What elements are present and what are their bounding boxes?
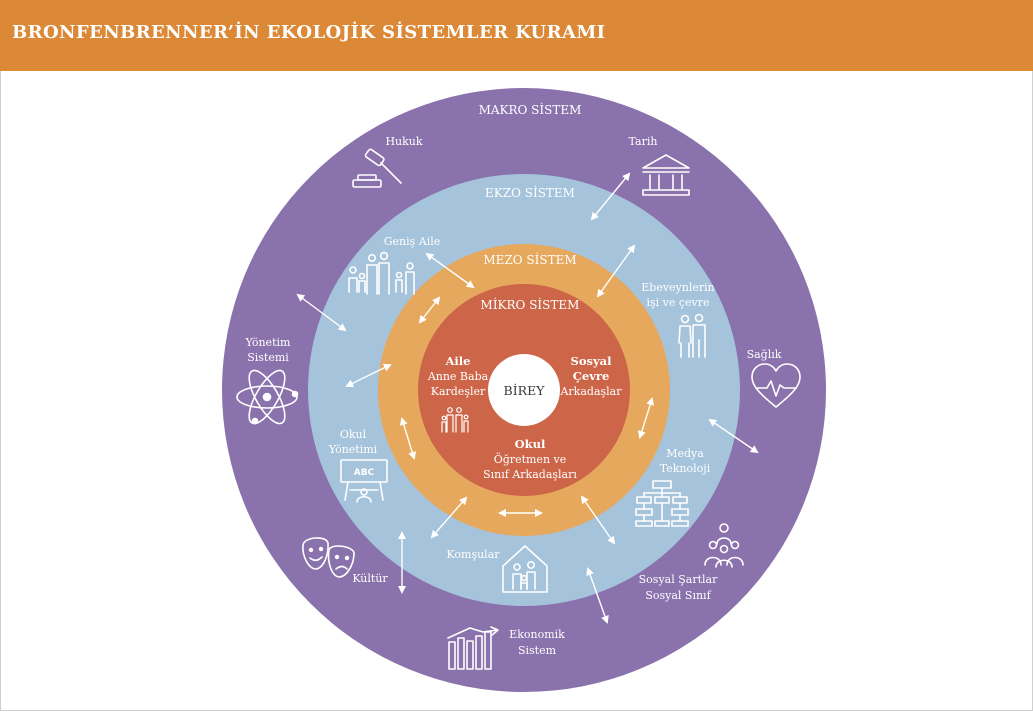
bank-icon [642, 154, 690, 196]
arrow-komsular [430, 496, 468, 539]
theater-masks-icon [302, 537, 355, 578]
chart-growth-icon [447, 626, 499, 670]
arrow-yonetim [296, 293, 347, 332]
org-chart-icon [635, 480, 689, 527]
label-kardesler: Kardeşler [431, 385, 486, 398]
label-okul-yonetimi-2: Yönetimi [328, 443, 378, 456]
label-ekonomik-2: Sistem [518, 644, 557, 657]
arrow-aile-mikro [418, 296, 441, 324]
label-okul-yonetimi-1: Okul [340, 428, 367, 441]
arrow-medya [580, 495, 616, 545]
label-sinif-arkadaslari: Sınıf Arkadaşları [483, 468, 577, 481]
arrow-tarih [590, 172, 631, 221]
label-aile-title: Aile [445, 354, 471, 368]
atom-icon [236, 369, 299, 425]
house-family-icon [502, 545, 548, 593]
label-hukuk: Hukuk [385, 135, 422, 148]
arrow-genis-aile [425, 252, 475, 289]
classroom-board-icon: ABC [340, 459, 388, 503]
label-komsular: Komşular [446, 548, 500, 561]
label-genis-aile: Geniş Aile [384, 235, 441, 248]
label-sosyal-title-1: Sosyal [571, 354, 613, 368]
small-family-icon [441, 407, 469, 433]
arrow-ebeveyn [596, 244, 636, 298]
heart-pulse-icon [751, 363, 801, 408]
label-sosyal-sinif: Sosyal Sınıf [645, 589, 711, 602]
couple-icon [678, 313, 706, 358]
arrow-saglik [708, 418, 759, 454]
makro-title: MAKRO SİSTEM [479, 102, 582, 117]
arrow-sosyal-cevre [637, 397, 655, 439]
header-bar: BRONFENBRENNER’İN EKOLOJİK SİSTEMLER KUR… [0, 0, 1033, 71]
label-kultur: Kültür [352, 572, 388, 585]
center-label: BİREY [504, 383, 546, 398]
label-tarih: Tarih [629, 135, 658, 148]
arrow-okul-yonetimi [399, 417, 417, 460]
label-ebeveyn-2: işi ve çevre [646, 296, 709, 309]
label-sosyal-sartlar: Sosyal Şartlar [639, 573, 718, 586]
arrow-sosyal-sartlar [586, 567, 609, 624]
label-okul-title: Okul [515, 437, 546, 451]
group-people-icon [704, 523, 744, 568]
connection-arrows [296, 172, 759, 624]
label-yonetim-2: Sistemi [247, 351, 289, 364]
label-yonetim-1: Yönetim [245, 336, 291, 349]
gavel-icon [352, 148, 402, 188]
page-title: BRONFENBRENNER’İN EKOLOJİK SİSTEMLER KUR… [12, 22, 606, 43]
label-ebeveyn-1: Ebeveynlerin [641, 281, 715, 294]
label-teknoloji: Teknoloji [660, 462, 711, 475]
center-circle [488, 354, 560, 426]
label-sosyal-title-2: Çevre [573, 369, 610, 383]
label-anne-baba: Anne Baba [427, 370, 489, 383]
mezo-title: MEZO SİSTEM [483, 252, 576, 267]
label-saglik: Sağlık [747, 348, 782, 361]
ekzo-title: EKZO SİSTEM [485, 185, 575, 200]
mikro-title: MİKRO SİSTEM [481, 297, 580, 312]
label-ekonomik-1: Ekonomik [509, 628, 565, 641]
svg-text:ABC: ABC [354, 468, 375, 478]
label-ogretmen: Öğretmen ve [494, 452, 567, 466]
label-arkadaslar: Arkadaşlar [559, 385, 622, 398]
family-icon [348, 251, 415, 295]
arrow-aile-mezo [345, 364, 392, 387]
label-medya: Medya [666, 447, 704, 460]
